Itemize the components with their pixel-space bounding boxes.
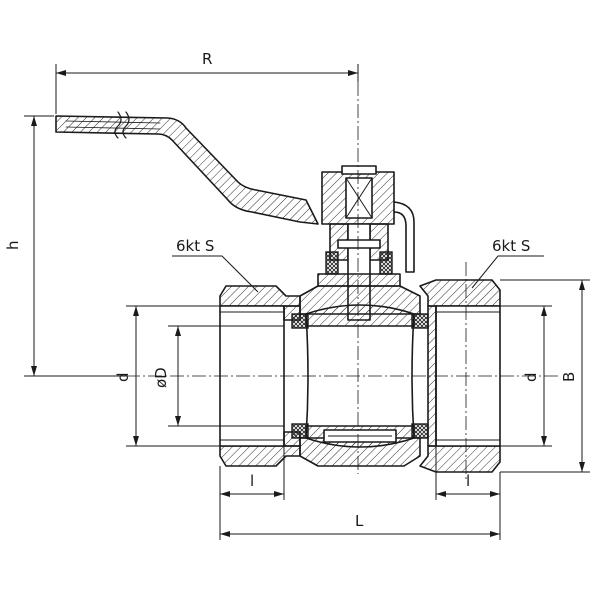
label-d-right: d: [522, 372, 540, 382]
label-hex-left: 6kt S: [176, 237, 214, 255]
label-R: R: [202, 50, 212, 68]
valve-body: [219, 279, 501, 473]
label-h: h: [4, 240, 22, 250]
dimensions: [24, 64, 590, 540]
center-lines: [126, 82, 560, 482]
label-hex-right: 6kt S: [492, 237, 530, 255]
stem-assembly: [317, 165, 415, 321]
label-l-right: l: [466, 472, 470, 490]
lever-handle: [55, 111, 319, 225]
labels: R h 6kt S 6kt S d øD d B l l L: [4, 50, 578, 530]
label-L: L: [355, 512, 364, 530]
label-d-left: d: [114, 372, 132, 382]
label-l-left: l: [250, 472, 254, 490]
label-B: B: [560, 372, 578, 382]
label-phiD: øD: [152, 367, 170, 388]
